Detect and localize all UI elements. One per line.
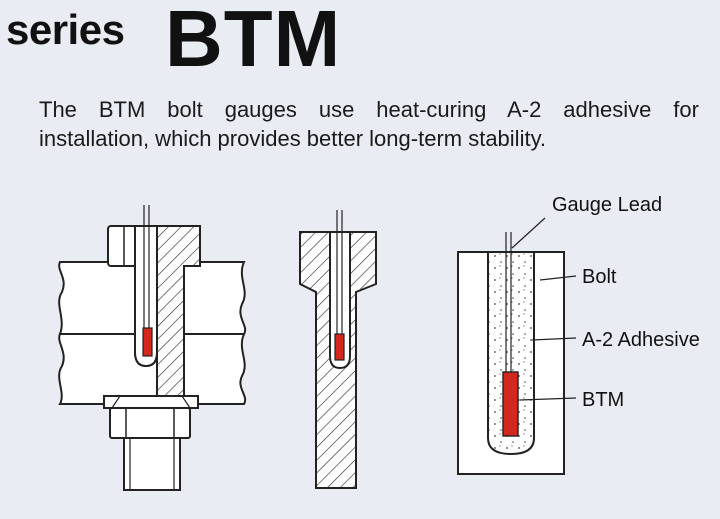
description-line-2: installation, which provides better long…: [39, 126, 547, 151]
installed-bolt-figure: [58, 205, 247, 491]
gauge-lead-leader: [511, 217, 546, 249]
description: The BTM bolt gauges use heat-curing A-2 …: [39, 95, 699, 153]
product-title: BTM: [165, 0, 342, 83]
bolt-thread: [123, 437, 181, 491]
adhesive-leader: [531, 337, 577, 341]
btm-gauge: [502, 371, 519, 437]
bolt-leader: [539, 275, 577, 281]
bolt-section-figure: [299, 210, 377, 489]
label-btm: BTM: [582, 389, 624, 411]
label-adhesive: A-2 Adhesive: [582, 329, 700, 351]
description-line-1: The BTM bolt gauges use heat-curing A-2 …: [39, 97, 699, 122]
nut: [109, 407, 191, 439]
btm-leader: [519, 397, 577, 401]
gauge-element: [334, 333, 345, 361]
lower-plate: [58, 333, 247, 405]
detail-figure: Gauge Lead Bolt A-2 Adhesive BTM: [457, 194, 700, 475]
label-gauge-lead: Gauge Lead: [552, 194, 662, 216]
series-label: series: [6, 6, 125, 53]
gauge-element: [142, 327, 153, 357]
label-bolt: Bolt: [582, 266, 617, 288]
